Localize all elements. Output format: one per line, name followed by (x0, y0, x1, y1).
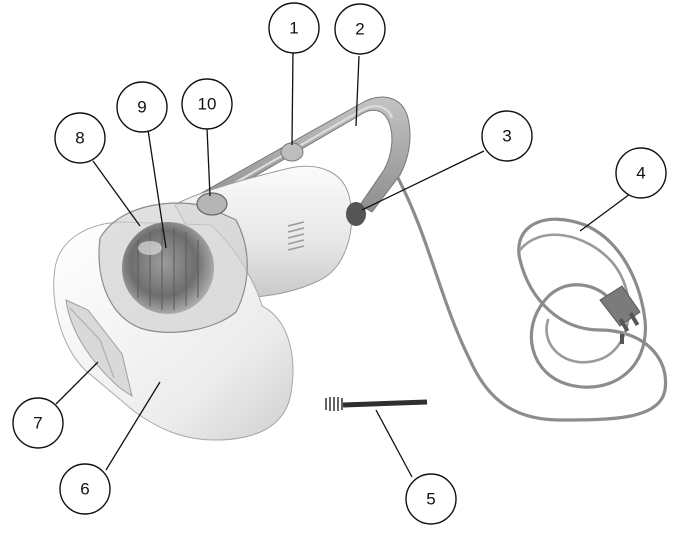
callout-8: 8 (54, 112, 106, 164)
leader-1 (291, 49, 294, 146)
callout-6-label: 6 (80, 480, 89, 499)
callout-9-label: 9 (137, 98, 146, 117)
callout-3: 3 (481, 110, 533, 162)
leader-9 (147, 129, 167, 249)
callout-2: 2 (334, 3, 386, 55)
leader-10 (206, 127, 211, 197)
callout-1: 1 (268, 2, 320, 54)
leader-8 (92, 160, 141, 227)
callout-6: 6 (59, 463, 111, 515)
callout-9: 9 (116, 81, 168, 133)
vent-grille (287, 221, 305, 251)
callout-4-label: 4 (636, 164, 645, 183)
vacuum-illustration (53, 96, 668, 441)
callout-8-label: 8 (75, 129, 84, 148)
leader-lines (55, 49, 631, 478)
callout-4: 4 (615, 147, 667, 199)
callout-5-label: 5 (426, 490, 435, 509)
power-plug (599, 285, 641, 344)
leader-7 (55, 361, 99, 405)
head-side-panel (65, 299, 133, 398)
leader-3 (361, 150, 485, 211)
leader-4 (579, 193, 631, 232)
cord-connector (346, 202, 366, 226)
callouts: 1 2 3 4 5 6 7 8 (12, 2, 667, 525)
callout-1-label: 1 (289, 19, 298, 38)
callout-10: 10 (181, 78, 233, 130)
callout-3-label: 3 (502, 127, 511, 146)
power-button (280, 142, 304, 162)
callout-5: 5 (405, 473, 457, 525)
bin-release-button (196, 192, 228, 216)
leader-2 (355, 55, 360, 127)
callout-2-label: 2 (355, 20, 364, 39)
cleaning-brush (325, 397, 428, 411)
power-cord (396, 176, 668, 422)
callout-7-label: 7 (33, 414, 42, 433)
callout-7: 7 (12, 397, 64, 449)
callout-10-label: 10 (198, 95, 217, 114)
leader-5 (375, 409, 413, 478)
leader-6 (105, 381, 161, 471)
filter (122, 222, 214, 314)
